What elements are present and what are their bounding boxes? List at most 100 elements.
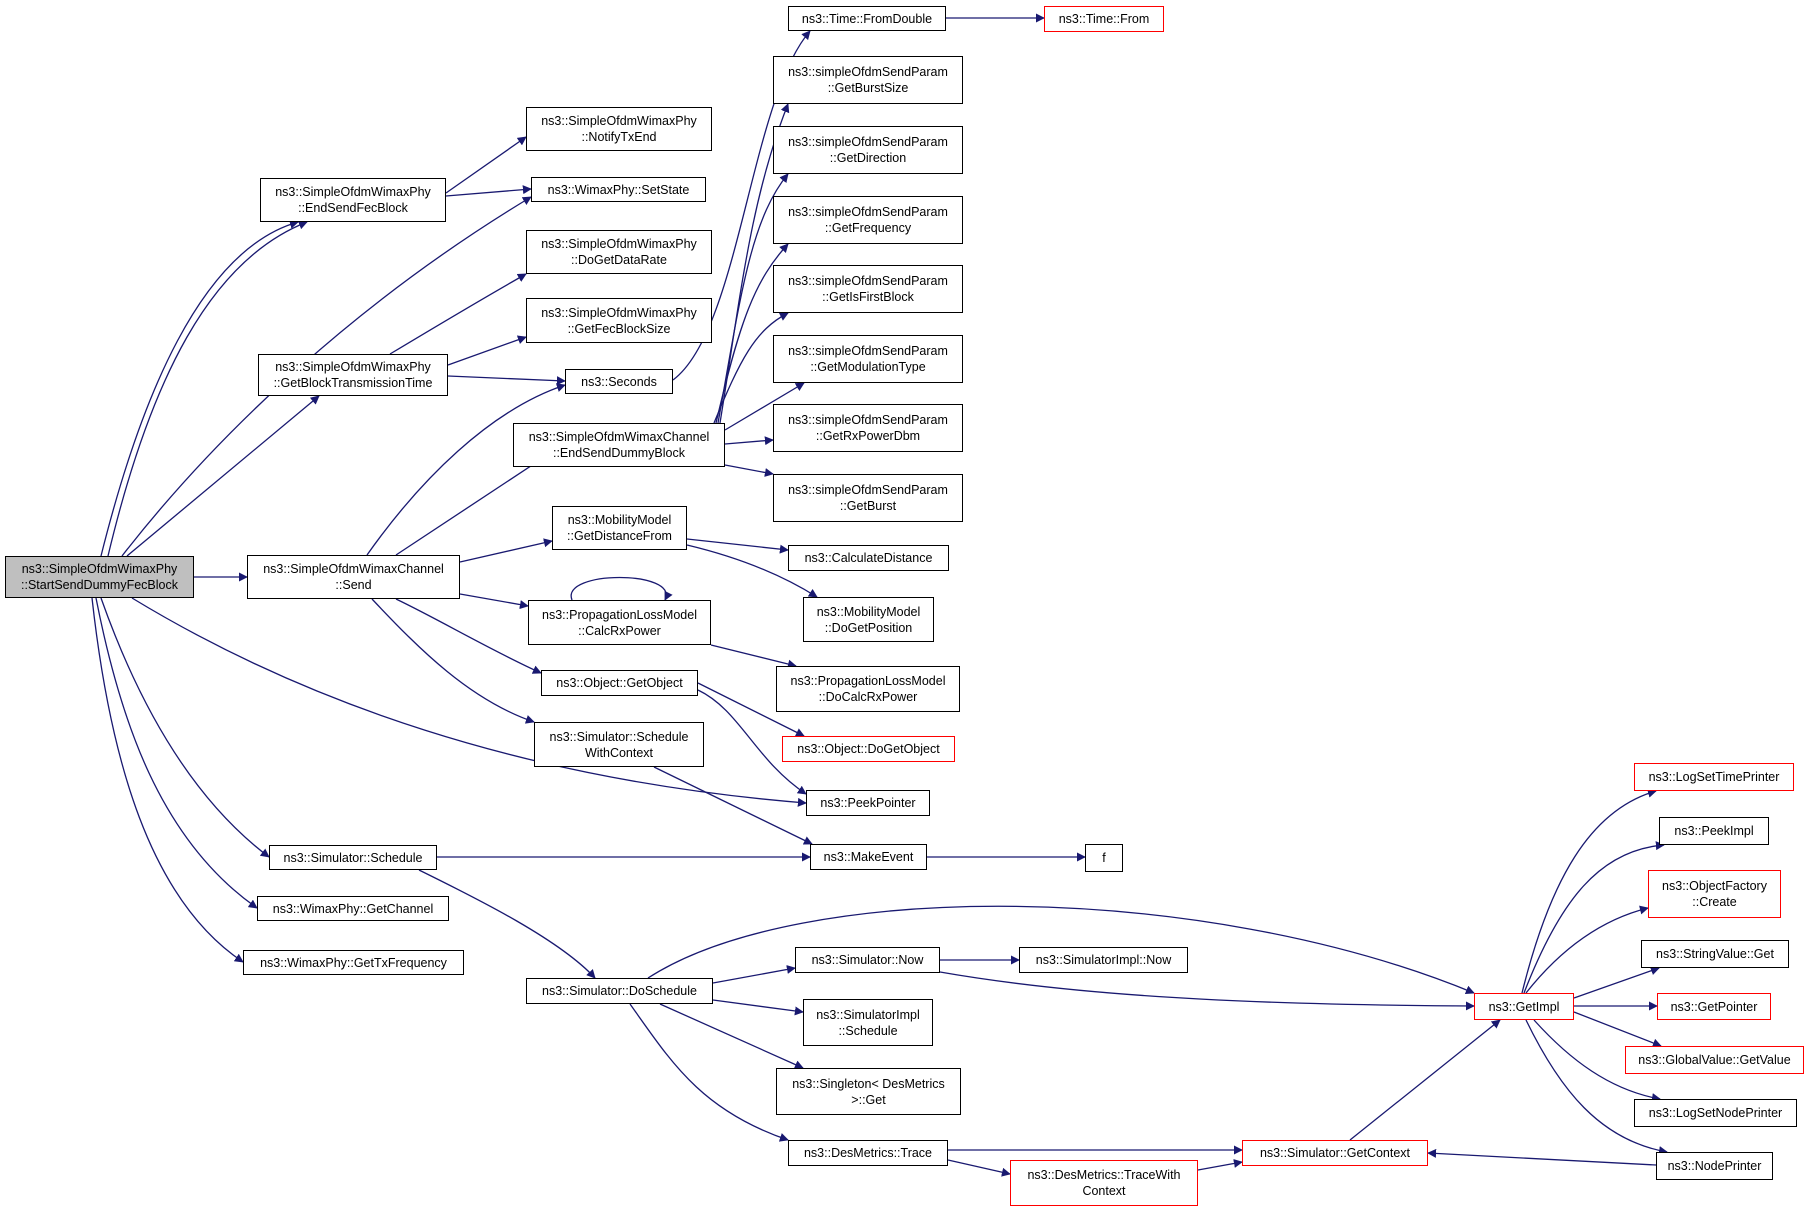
node-calculate-distance[interactable]: ns3::CalculateDistance [788,545,949,571]
call-edge-20 [459,538,553,563]
call-edge-0 [100,219,299,557]
call-edge-17 [724,382,805,431]
node-des-metrics-trace[interactable]: ns3::DesMetrics::Trace [788,1140,948,1166]
call-edge-6 [389,273,527,355]
node-string-value-get[interactable]: ns3::StringValue::Get [1641,940,1789,968]
node-do-get-position[interactable]: ns3::MobilityModel::DoGetPosition [803,597,934,642]
call-edge-30 [653,766,813,845]
call-edge-38 [647,905,1475,995]
node-peek-pointer[interactable]: ns3::PeekPointer [806,790,930,816]
call-edge-52 [1525,905,1649,994]
node-time-from[interactable]: ns3::Time::From [1044,6,1164,32]
call-edge-47 [1197,1159,1243,1171]
call-edge-14 [717,173,789,424]
call-edge-29 [371,598,535,724]
call-edge-55 [1573,1011,1662,1048]
call-edge-19 [724,464,774,477]
node-seconds[interactable]: ns3::Seconds [565,369,673,394]
node-get-burst[interactable]: ns3::simpleOfdmSendParam::GetBurst [773,474,963,522]
node-get-impl[interactable]: ns3::GetImpl [1474,993,1574,1020]
call-edge-37 [418,869,596,979]
call-edge-27 [697,682,805,737]
call-edge-15 [715,243,789,424]
call-edge-1 [107,220,308,557]
call-edge-8 [447,375,566,386]
call-edge-18 [724,436,774,446]
node-set-state[interactable]: ns3::WimaxPhy::SetState [531,177,706,202]
call-edge-31 [100,597,270,858]
call-edge-50 [1521,788,1657,994]
node-get-tx-frequency[interactable]: ns3::WimaxPhy::GetTxFrequency [243,950,464,975]
node-node-printer[interactable]: ns3::NodePrinter [1656,1152,1773,1180]
call-edge-2 [445,136,527,194]
node-get-context[interactable]: ns3::Simulator::GetContext [1242,1140,1428,1166]
node-singleton-get[interactable]: ns3::Singleton< DesMetrics>::Get [776,1068,961,1115]
call-edge-23 [459,593,529,610]
call-edge-3 [445,185,532,197]
node-get-rx-power-dbm[interactable]: ns3::simpleOfdmSendParam::GetRxPowerDbm [773,404,963,452]
node-get-is-first-block[interactable]: ns3::simpleOfdmSendParam::GetIsFirstBloc… [773,265,963,313]
node-calc-rx-power[interactable]: ns3::PropagationLossModel::CalcRxPower [528,600,711,645]
node-do-calc-rx-power[interactable]: ns3::PropagationLossModel::DoCalcRxPower [776,666,960,712]
node-f[interactable]: f [1085,844,1123,872]
call-edge-48 [1349,1019,1501,1141]
call-edge-26 [395,598,542,674]
call-edge-43 [659,1003,804,1069]
node-channel-send[interactable]: ns3::SimpleOfdmWimaxChannel::Send [247,555,460,599]
call-edge-7 [447,335,527,366]
call-edge-5 [126,395,320,557]
node-get-pointer[interactable]: ns3::GetPointer [1657,993,1771,1020]
node-get-modulation-type[interactable]: ns3::simpleOfdmSendParam::GetModulationT… [773,335,963,383]
call-edge-16 [713,312,789,424]
call-edge-25 [710,644,797,669]
node-get-object[interactable]: ns3::Object::GetObject [541,670,698,696]
node-make-event[interactable]: ns3::MakeEvent [810,844,927,870]
node-object-factory-create[interactable]: ns3::ObjectFactory::Create [1648,870,1781,918]
node-global-value-get-value[interactable]: ns3::GlobalValue::GetValue [1625,1046,1804,1074]
node-simulator-impl-now[interactable]: ns3::SimulatorImpl::Now [1019,947,1188,973]
node-time-from-double[interactable]: ns3::Time::FromDouble [788,6,946,31]
call-edge-51 [1523,841,1665,994]
node-simulator-now[interactable]: ns3::Simulator::Now [795,947,940,973]
call-edge-9 [366,383,566,556]
call-edge-24 [570,576,673,601]
node-log-set-time-printer[interactable]: ns3::LogSetTimePrinter [1634,763,1794,791]
call-edge-35 [95,597,258,909]
node-notify-tx-end[interactable]: ns3::SimpleOfdmWimaxPhy::NotifyTxEnd [526,107,712,151]
call-edge-21 [686,538,789,554]
node-simulator-impl-schedule[interactable]: ns3::SimulatorImpl::Schedule [803,999,933,1046]
node-get-distance-from[interactable]: ns3::MobilityModel::GetDistanceFrom [552,506,687,550]
call-edge-56 [1533,1019,1661,1102]
call-edge-42 [712,999,804,1016]
call-edge-49 [1427,1148,1657,1166]
node-get-channel[interactable]: ns3::WimaxPhy::GetChannel [257,896,449,921]
call-edge-53 [1573,966,1660,999]
node-log-set-node-printer[interactable]: ns3::LogSetNodePrinter [1634,1099,1797,1127]
call-edge-22 [686,544,818,598]
node-get-frequency[interactable]: ns3::simpleOfdmSendParam::GetFrequency [773,196,963,244]
call-edge-41 [939,971,1475,1011]
node-get-fec-block-size[interactable]: ns3::SimpleOfdmWimaxPhy::GetFecBlockSize [526,298,712,343]
node-get-burst-size[interactable]: ns3::simpleOfdmSendParam::GetBurstSize [773,56,963,104]
node-do-get-object[interactable]: ns3::Object::DoGetObject [782,736,955,762]
node-simulator-schedule[interactable]: ns3::Simulator::Schedule [269,845,437,870]
node-get-block-tx-time[interactable]: ns3::SimpleOfdmWimaxPhy::GetBlockTransmi… [258,354,448,396]
call-edge-44 [629,1003,789,1142]
node-end-send-fec-block[interactable]: ns3::SimpleOfdmWimaxPhy::EndSendFecBlock [260,178,446,222]
call-edge-46 [947,1159,1011,1177]
call-edge-28 [697,689,807,795]
node-do-get-data-rate[interactable]: ns3::SimpleOfdmWimaxPhy::DoGetDataRate [526,230,712,274]
node-do-schedule[interactable]: ns3::Simulator::DoSchedule [526,978,713,1004]
node-end-send-dummy-block[interactable]: ns3::SimpleOfdmWimaxChannel::EndSendDumm… [513,423,725,467]
call-edge-12 [395,451,553,556]
call-edge-34 [131,597,807,807]
node-peek-impl[interactable]: ns3::PeekImpl [1659,817,1769,845]
call-edge-36 [91,597,244,963]
node-get-direction[interactable]: ns3::simpleOfdmSendParam::GetDirection [773,126,963,174]
node-root[interactable]: ns3::SimpleOfdmWimaxPhy::StartSendDummyF… [5,556,194,598]
call-edge-57 [1525,1019,1668,1155]
call-edge-39 [712,965,796,984]
